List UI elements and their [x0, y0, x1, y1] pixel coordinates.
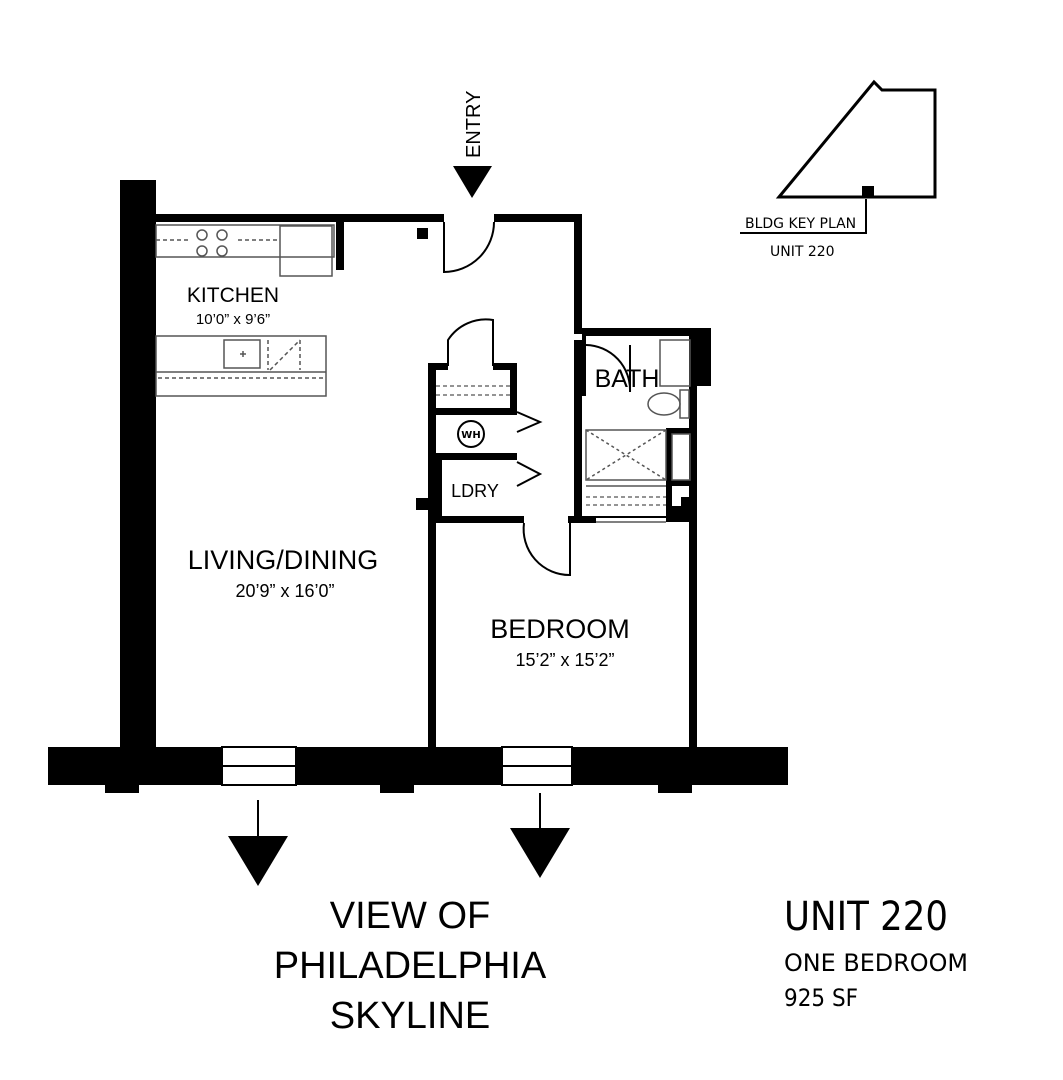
living-dims: 20’9” x 16’0”: [235, 581, 334, 601]
bedroom-name: BEDROOM: [490, 614, 630, 644]
bath-door: [585, 344, 632, 393]
view-arrow-right-head: [510, 828, 570, 878]
kitchen-island: [155, 335, 327, 397]
key-plan-title: BLDG KEY PLAN: [745, 216, 856, 232]
kitchen-dims: 10’0” x 9’6”: [196, 311, 270, 328]
unit-title: UNIT 220: [784, 894, 948, 940]
vanity: [659, 339, 691, 387]
doors: [443, 221, 666, 577]
closet-shelves: [436, 385, 666, 506]
water-heater-label: WH: [461, 430, 480, 441]
key-plan-unit-marker: [862, 186, 874, 197]
burner-1: [196, 229, 208, 241]
kitchen-sink: [223, 339, 261, 369]
view-caption-line-3: SKYLINE: [330, 995, 491, 1037]
entry-door: [443, 221, 495, 274]
linen-closet: [671, 433, 691, 481]
wh-closet-door: [516, 411, 543, 433]
laundry-door: [516, 461, 543, 487]
posts: [416, 228, 693, 510]
closet-door-top: [447, 318, 494, 366]
bath-name: BATH: [595, 365, 660, 393]
bath-fixtures: [585, 339, 691, 487]
laundry-name: LDRY: [451, 481, 499, 501]
burner-3: [196, 245, 208, 257]
view-arrows: [228, 793, 570, 886]
shower-icon: [585, 429, 667, 481]
kitchen-name: KITCHEN: [187, 284, 279, 307]
toilet-icon: [647, 392, 681, 416]
burner-4: [216, 245, 228, 257]
key-plan-unit: UNIT 220: [770, 244, 835, 260]
bedroom-door: [522, 522, 571, 577]
entry-arrow: [453, 166, 492, 198]
refrigerator: [279, 225, 333, 277]
view-arrow-left-head: [228, 836, 288, 886]
view-caption-line-2: PHILADELPHIA: [274, 945, 547, 987]
unit-type: ONE BEDROOM: [784, 949, 968, 977]
windows: [221, 746, 573, 786]
unit-area: 925 SF: [784, 984, 858, 1012]
kitchen-fixtures: [155, 224, 335, 397]
entry-label: ENTRY: [463, 91, 485, 158]
key-plan: BLDG KEY PLAN UNIT 220: [740, 79, 937, 260]
bedroom-dims: 15’2” x 15’2”: [515, 650, 614, 670]
water-heater-icon: [457, 420, 485, 448]
living-name: LIVING/DINING: [188, 545, 379, 575]
toilet-tank: [679, 389, 690, 419]
kitchen-counter-top: [155, 224, 335, 258]
walls: [48, 180, 788, 793]
burner-2: [216, 229, 228, 241]
view-caption-line-1: VIEW OF: [330, 895, 490, 937]
